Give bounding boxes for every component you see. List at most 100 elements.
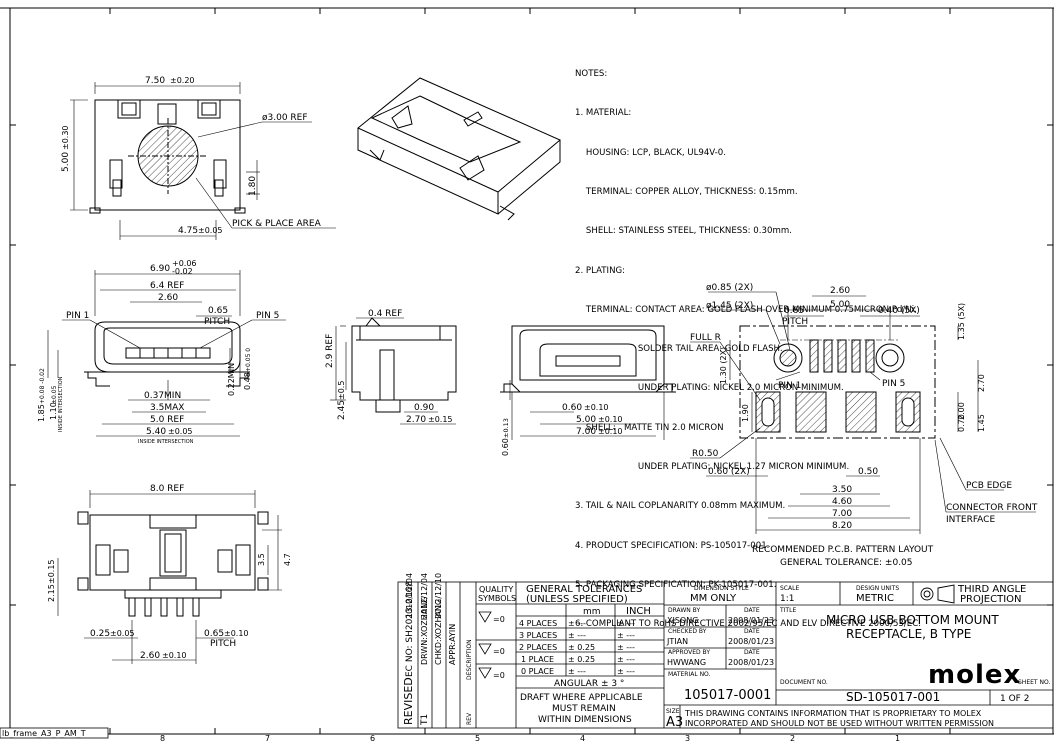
dim-label: 6.4 REF <box>150 281 184 291</box>
zone-label: 6 <box>370 734 375 742</box>
rear-view <box>500 325 676 440</box>
dim-label: 0.60 <box>501 438 510 456</box>
dim-label: 0.65 <box>204 629 224 639</box>
front-view-labels: 6.90 +0.06 -0.02 6.4 REF 2.60 0.65 PITCH… <box>37 259 279 445</box>
dim-label: 3.5MAX <box>150 403 184 413</box>
inch-header: INCH <box>626 606 651 617</box>
notes-line: SHELL: MATTE TIN 2.0 MICRON <box>575 422 724 433</box>
mm-tolerance: ± --- <box>568 619 586 628</box>
dim-label: 0.70 <box>957 414 966 432</box>
material-label: MATERIAL NO. <box>668 671 711 678</box>
date-label: DATE <box>744 607 760 614</box>
dim-tolerance: ±0.30 <box>61 125 70 150</box>
checked-name: CHKD:XOZHANG <box>434 599 443 665</box>
date-value: 2008/01/23 <box>728 616 774 625</box>
dim-label: 3.5 <box>257 553 266 566</box>
dim-label: 1.10 <box>49 402 58 420</box>
dim-label: 2.60 <box>830 286 850 296</box>
dim-label: 1.30 (2X) <box>719 347 728 384</box>
places-label: 4 PLACES <box>519 619 557 628</box>
approved-name: APPR:AYIN <box>448 624 457 665</box>
dim-tolerance: ±0.05 <box>168 427 193 436</box>
quality-symbol-value: =0 <box>493 671 505 680</box>
sheet-label: SHEET NO. <box>1018 679 1050 686</box>
gen-tol-title: GENERAL TOLERANCES <box>526 584 642 595</box>
dim-tolerance: +0.06 <box>172 259 197 268</box>
size-value: A3 <box>666 715 683 730</box>
dim-label: 4.7 <box>283 553 292 566</box>
pcb-layout <box>690 291 1036 534</box>
pcb-tolerance: GENERAL TOLERANCE: ±0.05 <box>780 558 913 568</box>
projection-label: THIRD ANGLE <box>957 584 1026 595</box>
sheet-frame <box>0 7 1054 735</box>
callout-label: INTERFACE <box>946 515 995 525</box>
revision-t1: T1 <box>420 714 430 726</box>
dim-tolerance: ±0.20 <box>170 76 195 85</box>
title-block <box>397 581 1054 729</box>
notes-block: NOTES: 1. MATERIAL: HOUSING: LCP, BLACK,… <box>575 42 1045 644</box>
dim-label: 1.85 <box>37 404 46 422</box>
notes-line: 1. MATERIAL: <box>575 108 632 119</box>
quality-symbol-value: =0 <box>493 615 505 624</box>
dim-tolerance: ±0.5 <box>337 381 346 400</box>
dim-note: INSIDE INTERSECTION <box>58 376 64 432</box>
dim-tolerance: +0.05 0 <box>245 348 252 372</box>
notes-line: TERMINAL: COPPER ALLOY, THICKNESS: 0.15m… <box>575 187 798 198</box>
callout-label: PICK & PLACE AREA <box>232 219 322 229</box>
dim-label: 6.90 <box>150 264 170 274</box>
notes-line: TERMINAL: CONTACT AREA: GOLD FLASH OVER … <box>575 304 917 315</box>
draft-note: MUST REMAIN <box>552 704 616 714</box>
dim-tolerance: ±0.10 <box>584 403 609 412</box>
dim-label: 2.70 <box>977 374 986 392</box>
frame-zone-labels: lb_frame_A3_P_AM_T 8 7 6 5 4 3 2 1 <box>0 727 900 742</box>
dim-label: 7.00 <box>832 509 852 519</box>
inch-tolerance: ± --- <box>617 667 635 676</box>
dim-label: 1.45 <box>977 414 986 432</box>
isometric-view <box>357 77 561 221</box>
dim-label: PITCH <box>204 317 230 327</box>
front-view <box>47 270 286 437</box>
notes-line: SHELL: STAINLESS STEEL, THICKNESS: 0.30m… <box>575 226 792 237</box>
dim-label: ø3.00 REF <box>262 113 308 123</box>
sheet-number: 1 OF 2 <box>1000 694 1029 704</box>
dim-label: 5.00 <box>61 152 71 172</box>
design-units-value: METRIC <box>856 593 894 604</box>
side-view <box>330 317 457 425</box>
drawing-title: MICRO USB BOTTOM MOUNT <box>826 613 999 627</box>
date-value: 2008/01/23 <box>728 637 774 646</box>
title-block-text: QUALITY SYMBOLS =0 =0 =0 GENERAL TOLERAN… <box>478 584 1050 730</box>
notes-line: 5. PACKAGING SPECIFICATION: PK-105017-00… <box>575 579 777 590</box>
draft-note: WITHIN DIMENSIONS <box>538 715 632 725</box>
pcb-caption: RECOMMENDED P.C.B. PATTERN LAYOUT <box>752 545 934 555</box>
dim-label: 2.00 <box>957 402 966 420</box>
notes-line: 6. COMPLIANT TO RoHS DIRECTIVE 2002/95/E… <box>575 619 921 630</box>
gen-tol-subtitle: (UNLESS SPECIFIED) <box>526 594 628 605</box>
dim-label: 8.0 REF <box>150 484 184 494</box>
proprietary-notice: THIS DRAWING CONTAINS INFORMATION THAT I… <box>684 709 982 718</box>
revision-date: 2012/12/04 <box>420 573 429 619</box>
document-number: SD-105017-001 <box>846 690 940 704</box>
dim-label: 0.48 <box>243 372 252 390</box>
quality-symbols <box>478 611 492 679</box>
dim-label: ø0.85 (2X) <box>706 283 753 293</box>
material-number: 105017-0001 <box>684 688 771 703</box>
dim-label: 5.00 <box>830 300 850 310</box>
dim-tolerance: ±0.10 <box>598 427 623 436</box>
rear-view-labels: 0.60 ±0.10 5.00 ±0.10 7.00 ±0.10 0.60 ±0… <box>501 403 623 456</box>
mm-tolerance: ± --- <box>568 631 586 640</box>
notes-line: UNDER PLATING: NICKEL 1.27 MICRON MINIMU… <box>575 462 850 472</box>
dim-tolerance: ±0.05 <box>198 226 223 235</box>
zone-label: 8 <box>160 734 165 742</box>
dim-tolerance: -0.02 <box>172 267 193 276</box>
zone-label: 7 <box>265 734 270 742</box>
dim-label: 0.90 <box>414 403 434 413</box>
dim-label: 0.40 (5X) <box>878 306 920 316</box>
zone-label: 5 <box>475 734 480 742</box>
dim-label: 2.45 <box>337 400 347 420</box>
dim-tolerance: ±0.10 <box>598 415 623 424</box>
mm-header: mm <box>583 607 601 617</box>
top-view <box>70 82 336 240</box>
rev-label: REV <box>466 712 473 725</box>
draft-note: DRAFT WHERE APPLICABLE <box>520 693 643 703</box>
